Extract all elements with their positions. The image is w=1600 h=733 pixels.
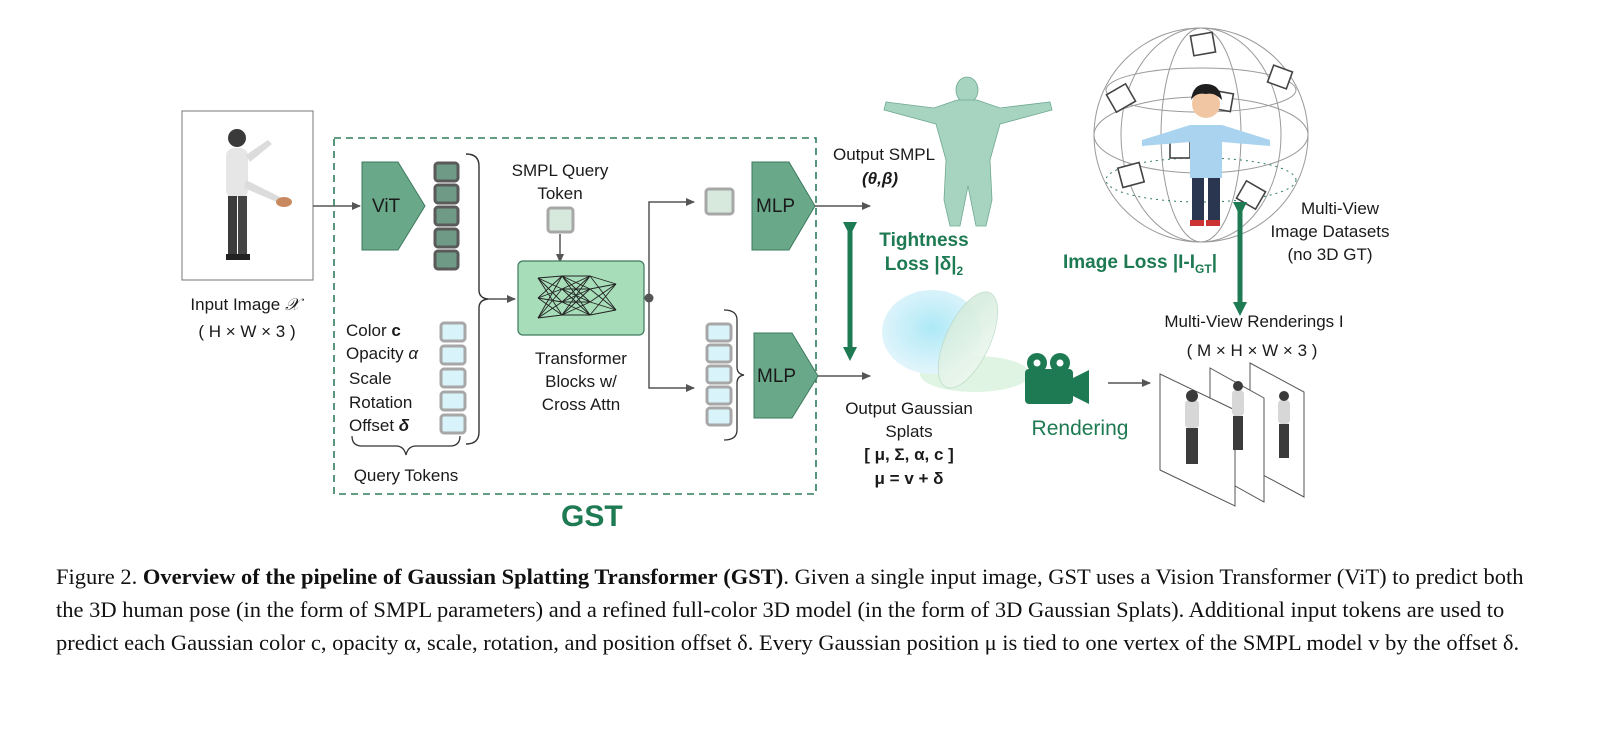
gaussian-splats-image	[882, 290, 1030, 392]
multiview-renderings-label: Multi-View Renderings I	[1164, 312, 1344, 331]
smpl-output-token	[704, 187, 735, 216]
split-down-arrow	[648, 298, 695, 392]
mlp-bottom-block	[753, 332, 819, 419]
vit-label: ViT	[372, 196, 401, 217]
query-opacity-label: Opacity α	[346, 344, 419, 363]
query-tokens-brace	[351, 435, 461, 456]
gst-label: GST	[561, 500, 623, 533]
smpl-query-label-1: SMPL Query	[511, 161, 609, 180]
vit-output-tokens	[433, 161, 460, 271]
figure-caption: Figure 2. Overview of the pipeline of Ga…	[56, 560, 1546, 659]
split-up-arrow	[648, 198, 695, 298]
query-scale-label: Scale	[349, 369, 392, 388]
caption-title-abbrev: (GST)	[723, 564, 784, 589]
gst-dashed-box	[333, 137, 817, 495]
caption-body: . Given a single input image, GST uses a…	[56, 564, 1524, 655]
transformer-label-3: Cross Attn	[541, 395, 621, 414]
camera-reel-dots	[1033, 359, 1064, 367]
multiview-renderings-dims: ( M × H × W × 3 )	[1186, 341, 1318, 360]
avatar-figure	[1142, 84, 1270, 226]
query-tokens	[439, 321, 467, 435]
smpl-query-token	[546, 206, 575, 234]
smpl-mesh-figure	[883, 76, 1053, 227]
smpl-query-label-2: Token	[537, 184, 583, 203]
input-image-label: Input Image 𝒳	[190, 295, 300, 314]
transformer-label-2: Blocks w/	[545, 372, 617, 391]
output-gaussian-equation: μ = v + δ	[874, 469, 944, 488]
rendered-person-thumbnails	[1185, 381, 1290, 464]
tightness-label-1: Tightness	[879, 230, 969, 251]
image-loss-label: Image Loss |I-IGT|	[1063, 252, 1218, 276]
multiview-datasets-label-3: (no 3D GT)	[1287, 245, 1373, 264]
input-image-dims: ( H × W × 3 )	[198, 322, 296, 341]
gaussian-tokens-brace	[723, 309, 745, 441]
pipeline-diagram	[181, 27, 1309, 507]
token-merge-brace	[465, 153, 489, 445]
caption-prefix: Figure 2.	[56, 564, 138, 589]
input-image-frame	[181, 110, 314, 281]
input-person-image	[226, 129, 292, 260]
multiview-datasets-label-1: Multi-View	[1300, 199, 1380, 218]
mlp-bottom-label: MLP	[757, 366, 797, 387]
mlp-top-label: MLP	[756, 196, 796, 217]
transformer-label-1: Transformer	[535, 349, 627, 368]
query-offset-label: Offset δ	[349, 416, 410, 435]
multiview-datasets-label-2: Image Datasets	[1270, 222, 1390, 241]
tightness-label-2: Loss |δ|2	[884, 254, 964, 278]
mlp-top-block	[751, 161, 816, 251]
query-tokens-label: Query Tokens	[353, 466, 459, 485]
pipeline-figure: Input Image 𝒳 ( H × W × 3 ) ViT Color c …	[181, 27, 1390, 533]
output-gaussian-label-2: Splats	[885, 422, 933, 441]
output-smpl-params: (θ,β)	[861, 169, 899, 188]
output-gaussian-params: [ μ, Σ, α, c ]	[864, 445, 954, 464]
vit-block	[361, 161, 426, 251]
output-gaussian-label-1: Output Gaussian	[845, 399, 973, 418]
query-color-label: Color c	[346, 321, 401, 340]
transformer-network-icon	[537, 275, 617, 319]
query-rotation-label: Rotation	[349, 393, 413, 412]
rendering-label: Rendering	[1031, 417, 1129, 440]
gaussian-output-tokens	[705, 322, 733, 427]
caption-title: Overview of the pipeline of Gaussian Spl…	[142, 564, 718, 589]
output-smpl-label: Output SMPL	[832, 145, 936, 164]
